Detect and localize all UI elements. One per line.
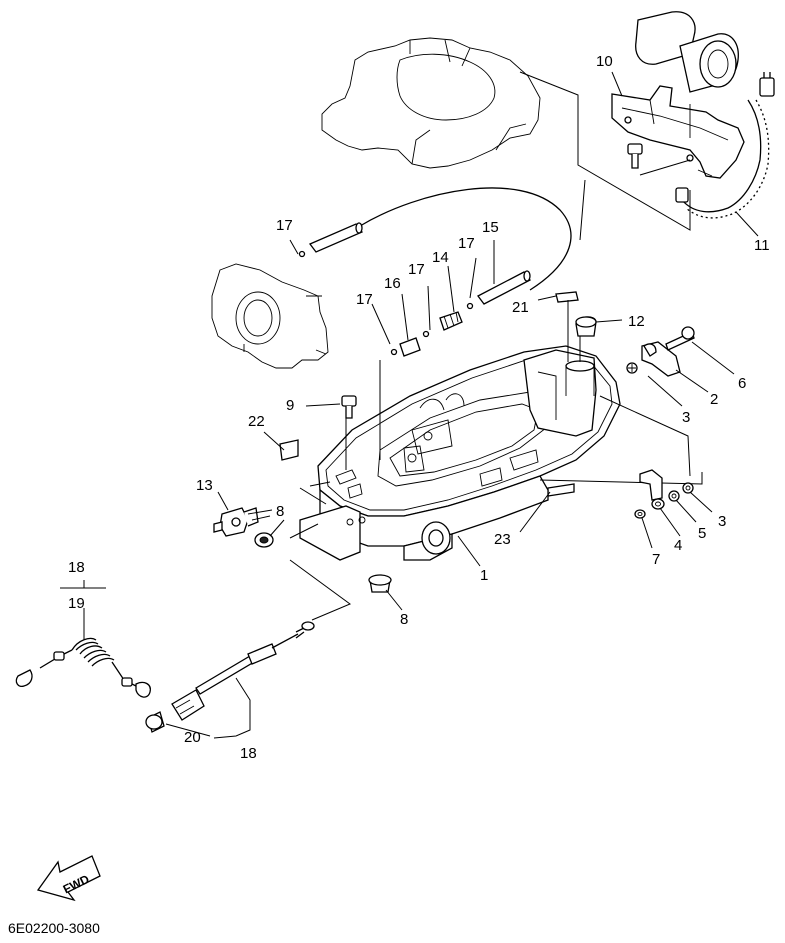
tiller-handle-grip <box>635 11 739 93</box>
callout-19: 19 <box>68 595 85 612</box>
callout-9: 9 <box>286 397 294 414</box>
engine-housing-outline <box>321 37 541 169</box>
callout-15: 15 <box>482 219 499 236</box>
callout-2: 2 <box>710 391 718 408</box>
callout-12: 12 <box>628 313 645 330</box>
callout-17: 17 <box>276 217 293 234</box>
diagram-part-number: 6E02200-3080 <box>8 920 100 936</box>
nut-7 <box>634 509 646 519</box>
shift-rod-connector <box>439 311 463 331</box>
callout-10: 10 <box>596 53 613 70</box>
bottom-cowling <box>299 345 621 561</box>
stop-switch <box>213 507 273 537</box>
fwd-arrow-icon: FWD <box>36 855 101 902</box>
handle-bracket <box>611 85 745 179</box>
label-23 <box>547 483 575 497</box>
callout-5: 5 <box>698 525 706 542</box>
callout-16: 16 <box>384 275 401 292</box>
callout-17: 17 <box>408 261 425 278</box>
cowling-plug <box>575 316 597 337</box>
callout-22: 22 <box>248 413 265 430</box>
callout-18: 18 <box>68 559 85 576</box>
callout-8: 8 <box>400 611 408 628</box>
shift-cable <box>359 187 572 291</box>
callout-3: 3 <box>682 409 690 426</box>
lanyard-cord <box>15 637 151 698</box>
callout-3: 3 <box>718 513 726 530</box>
lock-lever-assembly <box>626 341 681 377</box>
lever-screw <box>665 326 695 351</box>
callout-20: 20 <box>184 729 201 746</box>
callout-17: 17 <box>356 291 373 308</box>
bolt-9 <box>341 395 357 419</box>
callout-13: 13 <box>196 477 213 494</box>
bracket-bolt <box>627 143 691 176</box>
callout-6: 6 <box>738 375 746 392</box>
callout-14: 14 <box>432 249 449 266</box>
callout-21: 21 <box>512 299 529 316</box>
shift-rod-upper <box>308 222 364 253</box>
callout-7: 7 <box>652 551 660 568</box>
engine-mount-outline <box>211 263 329 369</box>
callout-18: 18 <box>240 745 257 762</box>
side-bracket <box>639 469 663 501</box>
callout-1: 1 <box>480 567 488 584</box>
callout-labels: 1 2 3 3 4 5 6 7 8 8 9 10 11 12 13 14 15 … <box>68 53 770 762</box>
label-21 <box>555 291 579 303</box>
pull-cable-cap <box>145 711 165 733</box>
callout-11: 11 <box>754 237 770 254</box>
engine-stop-pull-cable <box>171 621 315 721</box>
grommet-lower <box>368 574 392 593</box>
label-22 <box>279 439 299 461</box>
shift-rod-joint <box>399 337 421 357</box>
callout-4: 4 <box>674 537 682 554</box>
wire-harness-cover <box>675 72 775 219</box>
nut-5 <box>668 490 680 502</box>
callout-17: 17 <box>458 235 475 252</box>
callout-8: 8 <box>276 503 284 520</box>
clip-pins <box>298 250 474 356</box>
grommet-upper <box>254 532 274 548</box>
callout-23: 23 <box>494 531 511 548</box>
shift-rod-lower <box>477 270 531 305</box>
nut-3-lower <box>682 482 694 494</box>
washer-4 <box>651 498 665 510</box>
